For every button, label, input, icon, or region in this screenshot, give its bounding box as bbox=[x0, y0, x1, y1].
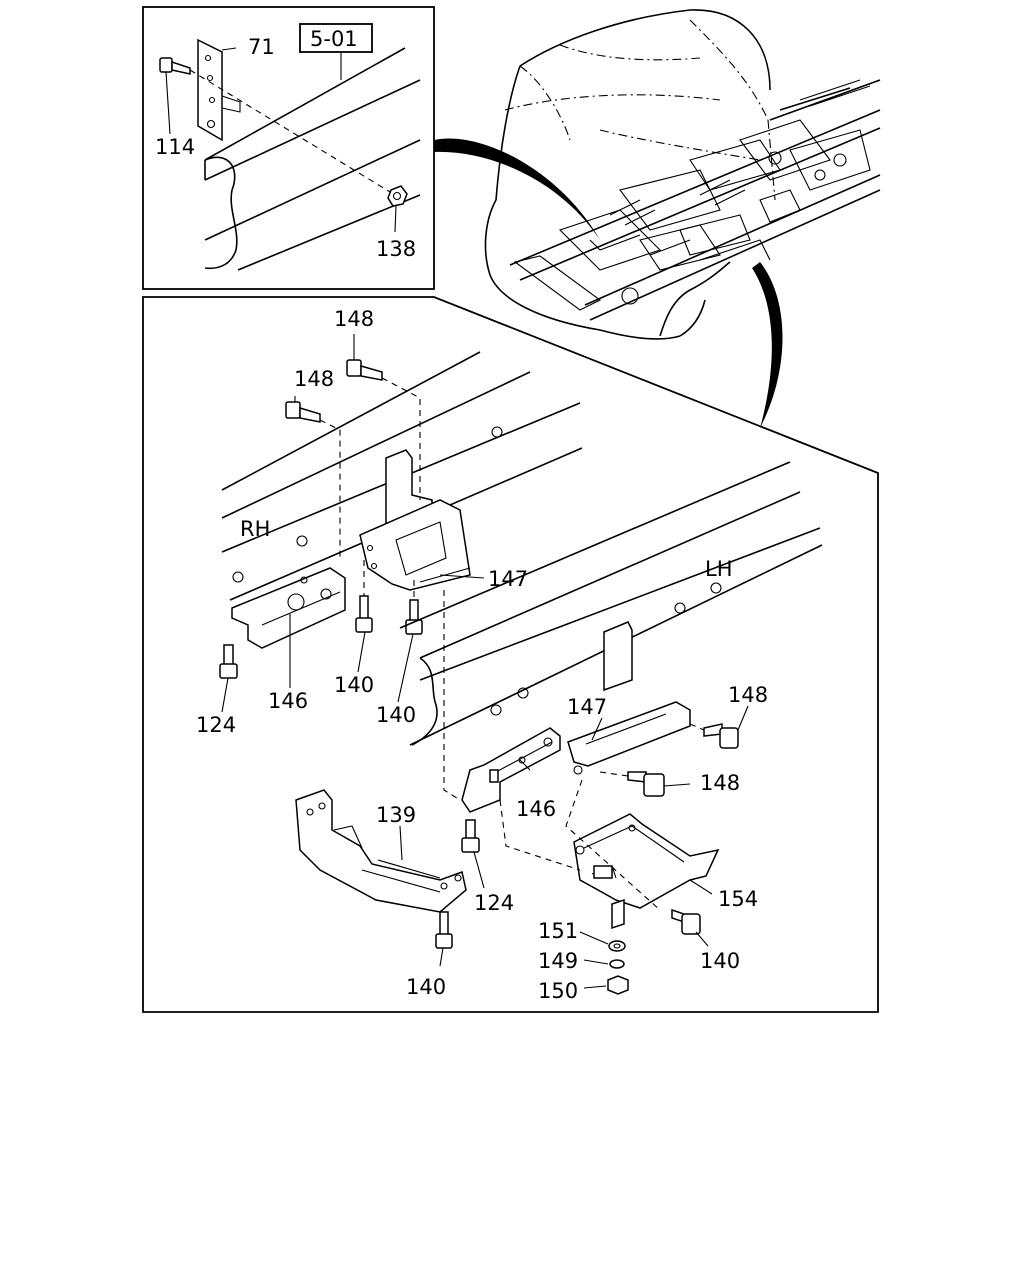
bolt-148-lh-upper bbox=[703, 723, 739, 749]
callout-124-b: 124 bbox=[474, 891, 514, 915]
label-lh: LH bbox=[705, 557, 733, 581]
label-rh: RH bbox=[240, 517, 270, 541]
callout-148-b: 148 bbox=[294, 367, 334, 391]
bracket-146-lh bbox=[461, 727, 561, 813]
washer-151 bbox=[608, 940, 626, 952]
callout-151: 151 bbox=[538, 919, 578, 943]
callout-140-a: 140 bbox=[334, 673, 374, 697]
guard-154 bbox=[573, 813, 720, 930]
inset-panel: 5-01 71 114 138 bbox=[142, 6, 435, 290]
bolt-140-rh-a bbox=[355, 595, 373, 633]
reference-box bbox=[299, 23, 373, 53]
callout-139: 139 bbox=[376, 803, 416, 827]
bracket-71 bbox=[197, 38, 223, 142]
callout-146-b: 146 bbox=[516, 797, 556, 821]
callout-140-d: 140 bbox=[700, 949, 740, 973]
bracket-147-rh bbox=[359, 449, 471, 591]
bolt-140-guard bbox=[435, 911, 453, 949]
callout-140-c: 140 bbox=[406, 975, 446, 999]
guard-139 bbox=[295, 789, 467, 913]
bracket-146-rh bbox=[231, 567, 346, 649]
callout-148-d: 148 bbox=[700, 771, 740, 795]
callout-124-a: 124 bbox=[196, 713, 236, 737]
bolt-124-lh bbox=[461, 819, 480, 853]
nut-138 bbox=[387, 185, 408, 207]
callout-146-a: 146 bbox=[268, 689, 308, 713]
callout-148-c: 148 bbox=[728, 683, 768, 707]
callout-150: 150 bbox=[538, 979, 578, 1003]
main-detail-panel: RH bbox=[142, 296, 879, 1013]
bracket-147-lh bbox=[567, 621, 691, 775]
reference-box-label: 5-01 bbox=[310, 27, 358, 51]
bolt-148-rh-upper bbox=[346, 359, 383, 381]
callout-114: 114 bbox=[155, 135, 195, 159]
callout-149: 149 bbox=[538, 949, 578, 973]
lock-washer-149 bbox=[609, 959, 625, 969]
bolt-124-rh bbox=[219, 644, 238, 679]
callout-138: 138 bbox=[376, 237, 416, 261]
callout-147-b: 147 bbox=[567, 695, 607, 719]
callout-148-a: 148 bbox=[334, 307, 374, 331]
cab-overview bbox=[434, 9, 881, 428]
bolt-148-rh-lower bbox=[285, 401, 321, 423]
callout-140-b: 140 bbox=[376, 703, 416, 727]
bolt-114 bbox=[159, 57, 191, 75]
bolt-140-rh-b bbox=[405, 599, 423, 635]
bolt-140-lh-side bbox=[671, 908, 701, 935]
callout-154: 154 bbox=[718, 887, 758, 911]
nut-150 bbox=[607, 975, 629, 995]
callout-71: 71 bbox=[248, 35, 275, 59]
bolt-148-lh-lower bbox=[627, 771, 665, 797]
